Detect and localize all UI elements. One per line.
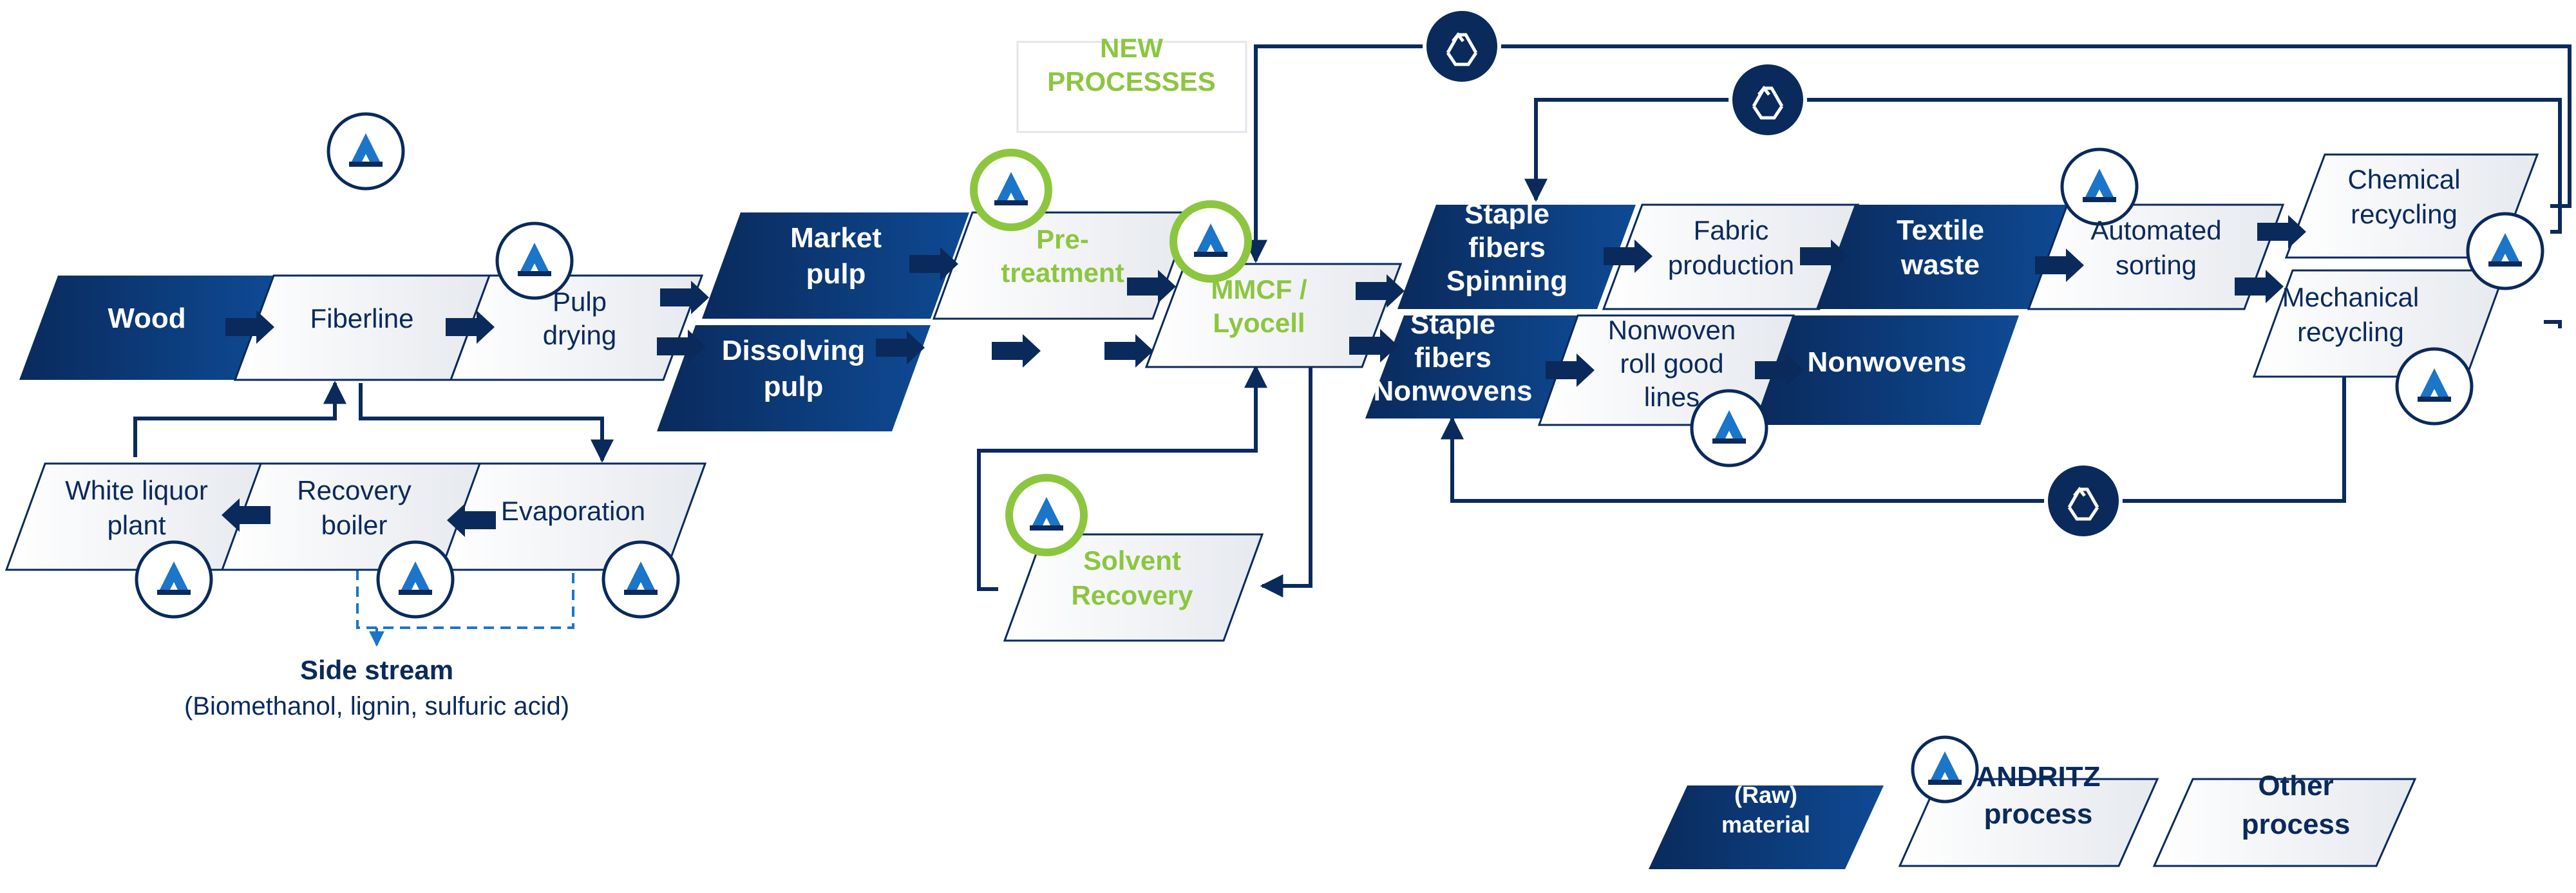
andritz-logo-icon — [970, 149, 1052, 231]
textile-waste-node — [1816, 205, 2070, 309]
arrow-icon — [1104, 334, 1153, 368]
andritz-logo-icon — [376, 540, 455, 619]
side-stream-detail: (Biomethanol, lignin, sulfuric acid) — [184, 692, 569, 720]
pretreatment-label: Pre-treatment — [1001, 224, 1124, 288]
fiberline-label: Fiberline — [310, 303, 413, 334]
andritz-logo-icon — [1170, 200, 1252, 283]
pulp-drying-node — [449, 274, 704, 381]
andritz-logo-icon — [495, 221, 574, 300]
mmcf-lyocell-label: MMCF /Lyocell — [1211, 274, 1307, 338]
wood-label: Wood — [108, 303, 185, 334]
evaporation-label: Evaporation — [501, 496, 645, 526]
andritz-logo-icon — [1690, 389, 1768, 467]
andritz-logo-icon — [2466, 212, 2544, 290]
andritz-logo-icon — [601, 540, 680, 619]
nonwovens-label: Nonwovens — [1808, 346, 1967, 378]
legend-raw-swatch — [1649, 785, 1884, 869]
legend-raw-label: (Raw)material — [1721, 782, 1810, 838]
recycle-icon — [1423, 7, 1501, 86]
market-pulp-node — [702, 212, 969, 319]
new-processes-box — [1016, 41, 1247, 133]
mmcf-lyocell-node — [1144, 263, 1403, 368]
legend-andritz-swatch — [1898, 778, 2159, 867]
legend-other-swatch — [2152, 778, 2417, 867]
recycle-icon — [1728, 61, 1807, 139]
andritz-logo-icon — [1911, 735, 1979, 804]
connectors — [133, 44, 2571, 597]
andritz-logo-icon — [2060, 147, 2139, 226]
legend — [1649, 735, 2417, 869]
side-stream-connector — [356, 570, 574, 647]
side-stream-title: Side stream — [300, 655, 453, 685]
recycle-icon — [2044, 462, 2123, 540]
andritz-logo-icon — [135, 540, 213, 619]
solvent-recovery-node — [1003, 533, 1264, 642]
nonwovens-node — [1755, 315, 2019, 425]
andritz-logo-icon — [327, 112, 405, 191]
andritz-logo-icon — [1005, 474, 1088, 556]
arrow-icon — [992, 334, 1041, 368]
andritz-logo-icon — [2395, 347, 2474, 426]
dissolving-pulp-node — [657, 325, 931, 431]
staple-spinning-node — [1397, 205, 1636, 309]
staple-nonwovens-node — [1365, 315, 1604, 418]
wood-node — [19, 276, 274, 380]
